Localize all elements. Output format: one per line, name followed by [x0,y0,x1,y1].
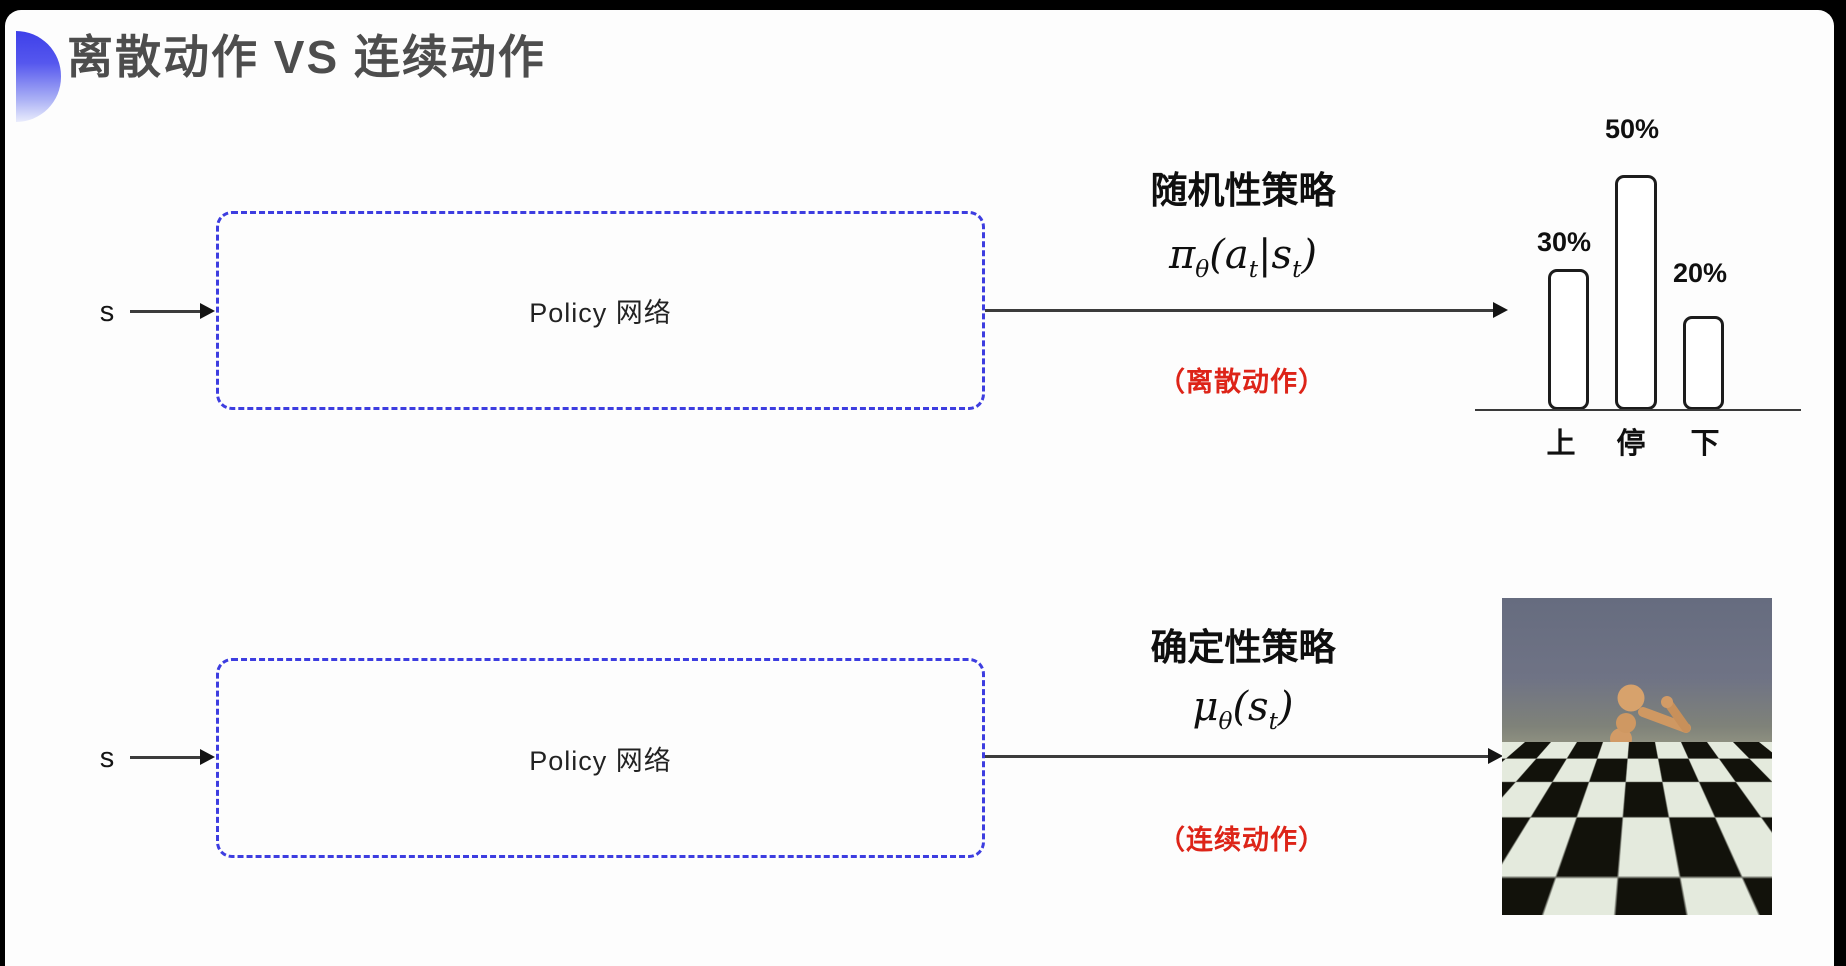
formula-subscript: θ [1195,256,1210,283]
bar-category-label: 上 [1546,428,1576,460]
formula-subscript: θ [1218,708,1233,735]
page-title: 离散动作 VS 连续动作 [67,31,546,83]
horizon-haze [1502,742,1772,776]
bar-value-label: 50% [1604,114,1660,144]
bar-value-label: 20% [1672,258,1728,288]
continuous-action-note: （连续动作） [1158,825,1326,855]
formula-arg: s [1271,232,1293,278]
discrete-action-note: （离散动作） [1158,367,1326,397]
formula-arg-subscript: t [1292,256,1302,283]
policy-network-label-row2: Policy 网络 [529,745,672,776]
input-arrow-line-row1 [130,310,202,313]
input-arrow-line-row2 [130,756,202,759]
chart-baseline [1475,409,1801,411]
state-input-label-row2: s [99,742,115,774]
formula-arg-subscript: t [1248,256,1259,283]
bar-up [1548,269,1589,410]
formula-symbol: μ [1192,684,1219,730]
bar-category-label: 下 [1690,428,1720,460]
formula-paren: ) [1301,232,1317,278]
bar-down [1683,316,1724,410]
stochastic-policy-title: 随机性策略 [1150,170,1336,211]
stochastic-policy-formula: πθ(at|st) [1093,232,1393,283]
input-arrowhead-row2 [200,749,215,765]
state-input-label-row1: s [99,296,115,328]
formula-symbol: π [1168,232,1196,278]
policy-network-label-row1: Policy 网络 [529,298,672,328]
deterministic-policy-formula: μθ(st) [1093,684,1393,735]
output-arrow-line-row2 [985,755,1488,758]
bar-category-label: 停 [1616,428,1646,460]
bar-stop [1615,175,1657,410]
output-arrowhead-row1 [1493,302,1508,318]
bar-value-label: 30% [1536,227,1592,257]
policy-network-box-row1: Policy 网络 [216,211,985,410]
formula-arg: a [1224,232,1249,278]
formula-arg-subscript: t [1268,708,1278,735]
formula-separator: | [1258,232,1272,278]
sim-sky [1502,598,1772,744]
formula-arg: s [1248,684,1269,730]
formula-paren: ( [1209,232,1225,278]
output-arrow-line-row1 [985,309,1493,312]
humanoid-figure [1558,684,1716,914]
formula-paren: ( [1232,684,1249,730]
deterministic-policy-title: 确定性策略 [1150,627,1336,668]
input-arrowhead-row1 [200,303,215,319]
policy-network-box-row2: Policy 网络 [216,658,985,858]
mujoco-humanoid-image [1502,598,1772,915]
formula-paren: ) [1277,684,1294,730]
output-arrowhead-row2 [1488,748,1503,764]
